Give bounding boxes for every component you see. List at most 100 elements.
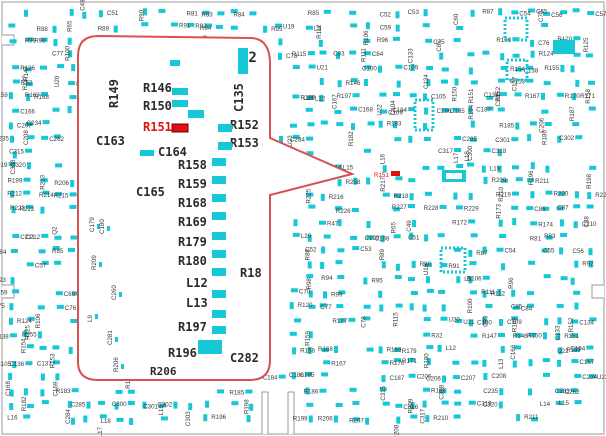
smd-pad bbox=[558, 191, 566, 196]
smd-pad bbox=[352, 93, 360, 98]
smd-pad bbox=[498, 8, 503, 16]
smd-pad bbox=[441, 400, 449, 405]
smd-pad bbox=[469, 319, 473, 327]
smd-pad bbox=[306, 402, 314, 407]
smd-pad bbox=[470, 9, 475, 17]
component-refdes: R155 bbox=[544, 65, 559, 72]
smd-pad bbox=[394, 275, 402, 279]
callout-mini-pad bbox=[121, 364, 124, 369]
smd-pad bbox=[408, 107, 416, 112]
smd-pad bbox=[426, 358, 431, 366]
component-refdes: C205 bbox=[495, 91, 502, 106]
smd-pad bbox=[393, 121, 397, 129]
smd-pad bbox=[365, 22, 370, 30]
smd-pad bbox=[395, 176, 403, 181]
component-refdes: C84 bbox=[521, 306, 533, 313]
smd-pad bbox=[350, 23, 358, 28]
smd-pad bbox=[56, 304, 64, 309]
component-refdes: C49 bbox=[79, 0, 86, 11]
component-refdes: C88 bbox=[584, 216, 591, 228]
smd-pad bbox=[305, 25, 313, 30]
component-refdes: C53 bbox=[408, 9, 420, 16]
component-refdes: R98 bbox=[306, 278, 313, 290]
component-refdes: R93 bbox=[0, 277, 6, 284]
component-refdes: C234 bbox=[27, 120, 42, 127]
smd-pad bbox=[9, 403, 14, 410]
component-refdes: R218 bbox=[394, 193, 409, 200]
callout-refdes: R151 bbox=[143, 120, 172, 134]
smd-pad bbox=[586, 345, 594, 350]
smd-pad bbox=[469, 261, 477, 266]
selected-pad-r151[interactable] bbox=[171, 123, 189, 133]
smd-pad bbox=[514, 345, 522, 350]
smd-pad bbox=[530, 221, 538, 226]
component-refdes: U22 bbox=[376, 104, 383, 116]
callout-mini-refdes: C260 bbox=[111, 285, 118, 300]
component-refdes: R85 bbox=[52, 248, 64, 255]
component-refdes: C51 bbox=[408, 234, 420, 241]
smd-pad bbox=[70, 319, 78, 323]
smd-pad bbox=[278, 52, 282, 60]
smd-pad bbox=[52, 107, 60, 112]
smd-pad bbox=[439, 205, 447, 209]
smd-pad bbox=[438, 289, 446, 294]
smd-pad bbox=[8, 162, 16, 166]
component-refdes: R211 bbox=[524, 414, 539, 421]
smd-pad bbox=[531, 417, 538, 422]
smd-pad bbox=[500, 65, 508, 70]
smd-pad bbox=[396, 416, 401, 424]
smd-pad bbox=[141, 22, 149, 27]
callout-refdes: R169 bbox=[178, 215, 207, 229]
smd-pad bbox=[543, 372, 550, 377]
smd-pad bbox=[426, 345, 434, 350]
component-refdes: C187 bbox=[476, 107, 491, 114]
component-refdes: R208 bbox=[393, 424, 400, 436]
smd-pad bbox=[437, 344, 442, 352]
smd-pad bbox=[23, 388, 28, 396]
callout-pad bbox=[212, 176, 226, 184]
smd-pad bbox=[425, 38, 433, 43]
smd-pad bbox=[454, 247, 461, 252]
component-refdes: R183 bbox=[56, 388, 71, 395]
component-refdes: R91 bbox=[179, 23, 191, 30]
component-refdes: R32 bbox=[21, 80, 33, 87]
smd-pad bbox=[364, 148, 371, 153]
component-refdes: C57 bbox=[35, 262, 47, 269]
smd-pad bbox=[26, 204, 33, 209]
component-refdes: C59 bbox=[0, 289, 8, 296]
component-refdes: R187 bbox=[431, 388, 446, 395]
smd-pad bbox=[408, 178, 416, 183]
callout-mini-pad bbox=[99, 262, 102, 267]
smd-pad bbox=[570, 277, 575, 285]
selected-component-r151[interactable]: R151 bbox=[374, 171, 400, 179]
smd-pad bbox=[37, 305, 45, 310]
smd-pad bbox=[40, 65, 47, 70]
smd-pad bbox=[380, 235, 385, 243]
smd-pad bbox=[26, 94, 31, 101]
smd-pad bbox=[556, 303, 564, 308]
smd-pad bbox=[530, 191, 535, 199]
component-refdes: C206 bbox=[426, 376, 441, 383]
component-refdes: R124 bbox=[539, 51, 554, 58]
smd-pad bbox=[12, 108, 20, 113]
smd-pad bbox=[8, 92, 13, 100]
callout-pad bbox=[218, 142, 232, 150]
smd-pad bbox=[424, 107, 429, 115]
smd-pad bbox=[160, 416, 168, 421]
component-refdes: R153 bbox=[510, 79, 525, 86]
smd-pad bbox=[335, 206, 343, 211]
smd-pad bbox=[555, 400, 563, 405]
component-refdes: R65 bbox=[67, 20, 74, 32]
component-refdes: R89 bbox=[98, 26, 110, 33]
smd-pad bbox=[53, 134, 61, 139]
smd-pad bbox=[512, 360, 517, 368]
smd-pad bbox=[349, 10, 357, 15]
smd-pad bbox=[529, 121, 537, 126]
smd-pad bbox=[41, 233, 49, 238]
smd-pad bbox=[24, 9, 28, 17]
smd-pad bbox=[52, 25, 57, 33]
smd-pad bbox=[498, 401, 503, 409]
component-refdes: R171 bbox=[580, 93, 595, 100]
